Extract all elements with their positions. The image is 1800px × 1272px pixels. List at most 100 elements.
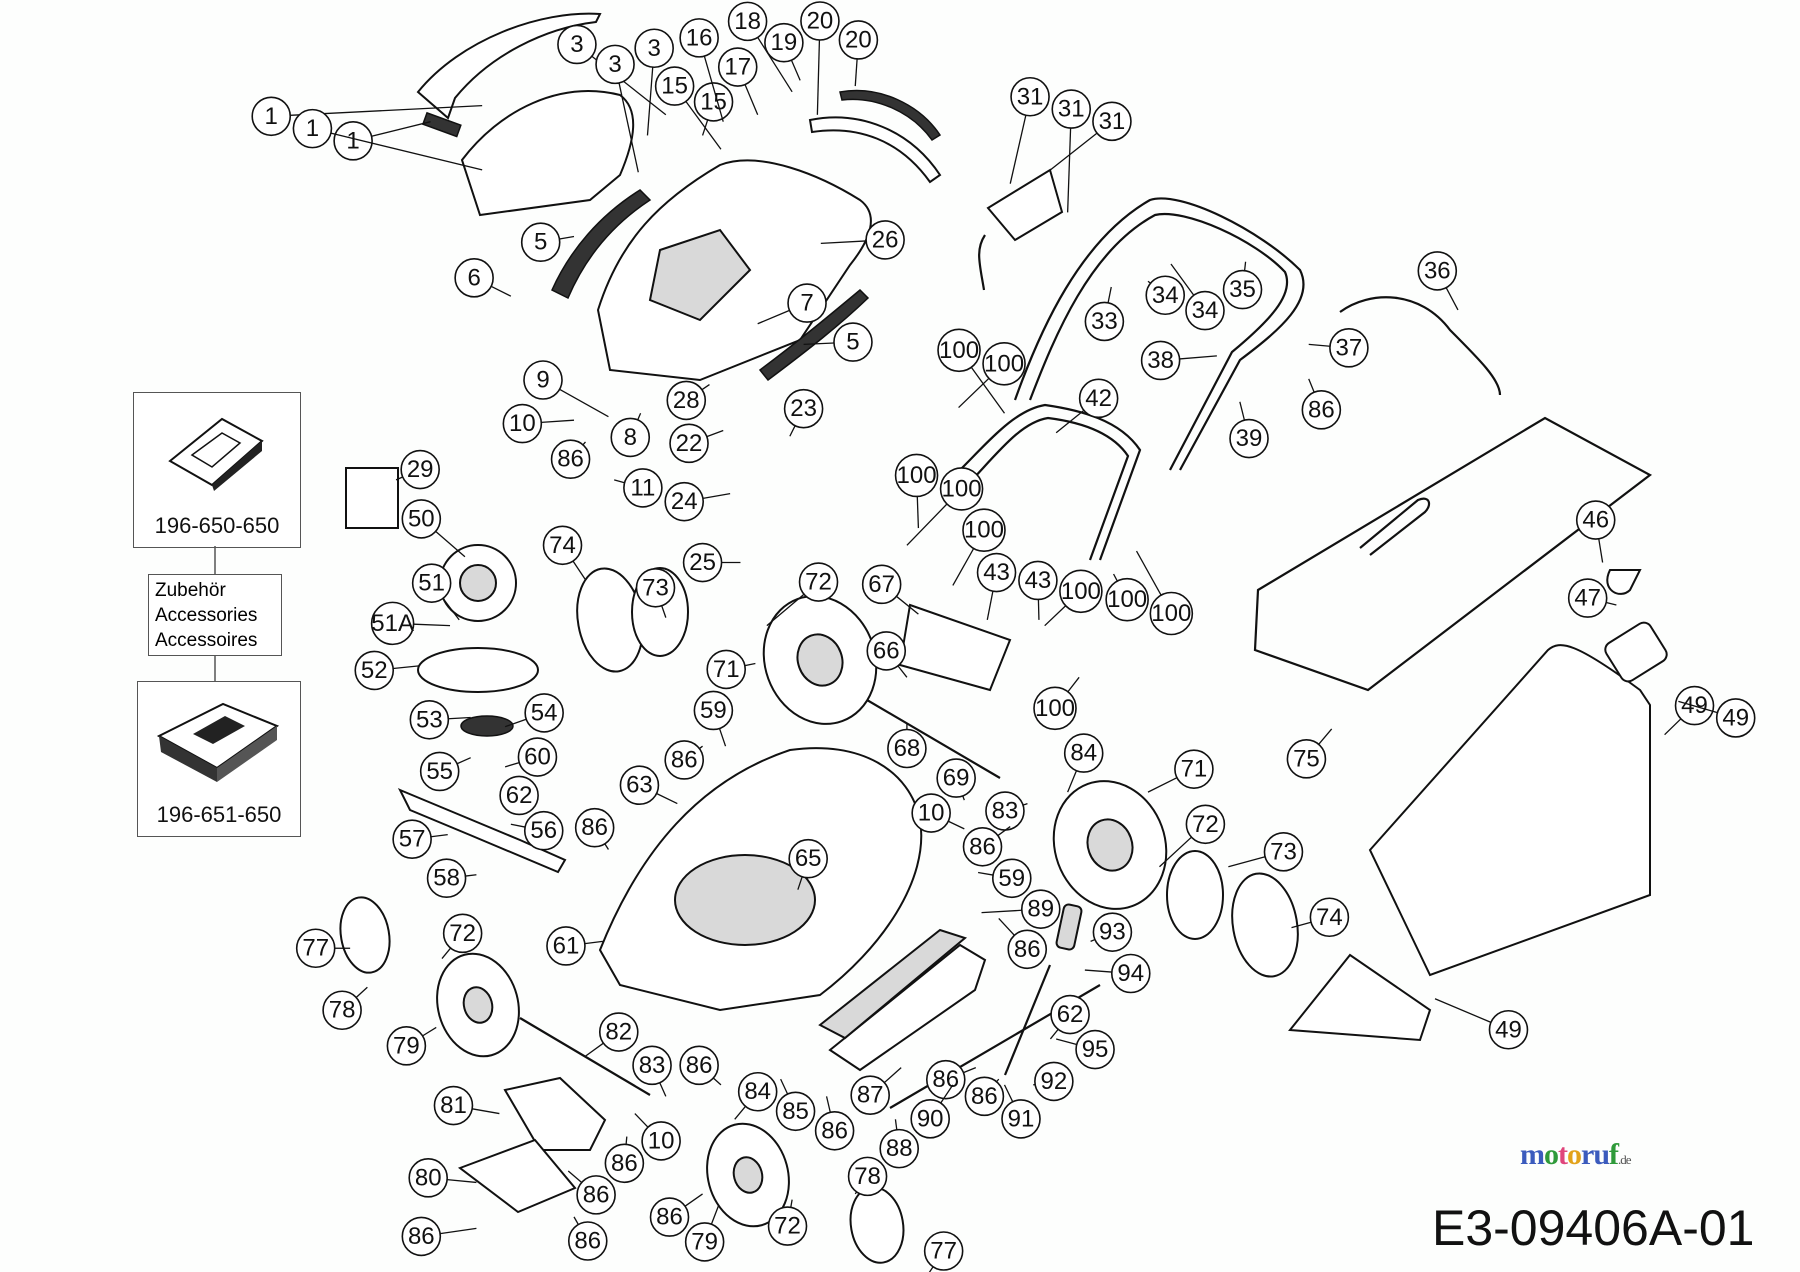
callout-82[interactable]: 82	[585, 1012, 639, 1057]
callout-86[interactable]: 86	[550, 439, 591, 480]
callout-74[interactable]: 74	[542, 525, 587, 581]
callout-77[interactable]: 77	[295, 928, 351, 969]
callout-62[interactable]: 62	[499, 775, 539, 816]
callout-62[interactable]: 62	[1049, 994, 1090, 1040]
callout-29[interactable]: 29	[395, 449, 440, 490]
callout-5[interactable]: 5	[520, 222, 575, 263]
callout-15[interactable]: 15	[654, 66, 722, 150]
callout-10[interactable]: 10	[502, 403, 575, 444]
callout-50[interactable]: 50	[401, 499, 466, 558]
callout-54[interactable]: 54	[504, 693, 564, 733]
callout-55[interactable]: 55	[419, 751, 471, 792]
callout-84[interactable]: 84	[1063, 733, 1104, 793]
callout-31[interactable]: 31	[1009, 76, 1050, 184]
callout-31[interactable]: 31	[1051, 89, 1092, 213]
callout-75[interactable]: 75	[1286, 728, 1333, 779]
callout-86[interactable]: 86	[664, 740, 705, 780]
callout-73[interactable]: 73	[1228, 832, 1304, 872]
callout-100[interactable]: 100	[1044, 569, 1103, 627]
callout-86[interactable]: 86	[679, 1045, 722, 1086]
callout-78[interactable]: 78	[322, 986, 368, 1031]
callout-86[interactable]: 86	[998, 917, 1048, 970]
callout-71[interactable]: 71	[706, 649, 756, 690]
callout-95[interactable]: 95	[1055, 1029, 1115, 1070]
callout-52[interactable]: 52	[354, 650, 420, 691]
callout-72[interactable]: 72	[766, 562, 839, 627]
callout-86[interactable]: 86	[962, 826, 1011, 867]
callout-100[interactable]: 100	[1033, 676, 1080, 731]
callout-100[interactable]: 100	[952, 508, 1006, 586]
callout-11[interactable]: 11	[614, 468, 663, 508]
callout-86[interactable]: 86	[1301, 378, 1342, 430]
callout-7[interactable]: 7	[757, 283, 827, 325]
callout-100[interactable]: 100	[937, 328, 1006, 414]
callout-38[interactable]: 38	[1140, 340, 1217, 381]
callout-20[interactable]: 20	[838, 20, 879, 87]
callout-36[interactable]: 36	[1417, 251, 1459, 311]
callout-24[interactable]: 24	[664, 481, 731, 522]
callout-8[interactable]: 8	[610, 413, 651, 458]
callout-25[interactable]: 25	[682, 542, 741, 583]
callout-83[interactable]: 83	[985, 791, 1028, 831]
callout-19[interactable]: 19	[764, 22, 804, 81]
callout-86[interactable]: 86	[649, 1193, 703, 1237]
callout-81[interactable]: 81	[433, 1085, 500, 1126]
callout-43[interactable]: 43	[976, 552, 1017, 621]
callout-18[interactable]: 18	[727, 1, 793, 93]
callout-3[interactable]: 3	[634, 28, 674, 136]
callout-46[interactable]: 46	[1575, 500, 1616, 563]
callout-51A[interactable]: 51A	[370, 601, 451, 646]
callout-86[interactable]: 86	[567, 1170, 616, 1215]
callout-90[interactable]: 90	[910, 1084, 954, 1139]
callout-86[interactable]: 86	[814, 1096, 855, 1151]
callout-10[interactable]: 10	[634, 1113, 681, 1161]
callout-85[interactable]: 85	[775, 1078, 816, 1132]
accessory-charger-box[interactable]: 196-651-650	[137, 681, 301, 837]
callout-22[interactable]: 22	[669, 423, 724, 464]
callout-42[interactable]: 42	[1055, 378, 1119, 434]
callout-86[interactable]: 86	[401, 1216, 477, 1257]
callout-34[interactable]: 34	[1170, 263, 1225, 331]
callout-73[interactable]: 73	[635, 567, 676, 618]
callout-94[interactable]: 94	[1084, 953, 1151, 994]
callout-47[interactable]: 47	[1567, 578, 1617, 618]
callout-43[interactable]: 43	[1018, 560, 1058, 620]
callout-100[interactable]: 100	[906, 467, 984, 546]
callout-83[interactable]: 83	[632, 1045, 672, 1097]
callout-23[interactable]: 23	[783, 388, 824, 437]
callout-9[interactable]: 9	[523, 360, 609, 418]
callout-37[interactable]: 37	[1308, 328, 1369, 368]
callout-89[interactable]: 89	[981, 889, 1061, 929]
callout-79[interactable]: 79	[386, 1026, 437, 1066]
callout-93[interactable]: 93	[1090, 912, 1133, 952]
callout-28[interactable]: 28	[666, 380, 710, 421]
callout-6[interactable]: 6	[454, 258, 512, 298]
callout-100[interactable]: 100	[894, 453, 939, 529]
callout-86[interactable]: 86	[574, 807, 615, 850]
callout-100[interactable]: 100	[958, 341, 1026, 409]
callout-100[interactable]: 100	[1105, 573, 1149, 622]
callout-26[interactable]: 26	[820, 220, 905, 260]
callout-17[interactable]: 17	[717, 47, 759, 116]
callout-60[interactable]: 60	[504, 737, 558, 777]
callout-34[interactable]: 34	[1145, 275, 1186, 316]
callout-35[interactable]: 35	[1222, 261, 1263, 310]
accessory-battery-box[interactable]: 196-650-650	[133, 392, 301, 548]
callout-51[interactable]: 51	[411, 563, 460, 621]
callout-88[interactable]: 88	[879, 1119, 920, 1169]
callout-1[interactable]: 1	[251, 96, 483, 137]
callout-59[interactable]: 59	[693, 690, 734, 747]
callout-1[interactable]: 1	[333, 121, 431, 161]
callout-31[interactable]: 31	[1050, 101, 1132, 171]
callout-16[interactable]: 16	[679, 18, 724, 122]
callout-49[interactable]: 49	[1434, 998, 1529, 1050]
callout-84[interactable]: 84	[734, 1071, 778, 1120]
callout-3[interactable]: 3	[595, 44, 639, 173]
callout-78[interactable]: 78	[847, 1156, 888, 1197]
callout-58[interactable]: 58	[426, 858, 477, 899]
callout-92[interactable]: 92	[1033, 1061, 1074, 1102]
callout-79[interactable]: 79	[684, 1205, 725, 1262]
callout-59[interactable]: 59	[977, 858, 1032, 899]
callout-53[interactable]: 53	[409, 699, 471, 740]
callout-57[interactable]: 57	[392, 819, 448, 859]
